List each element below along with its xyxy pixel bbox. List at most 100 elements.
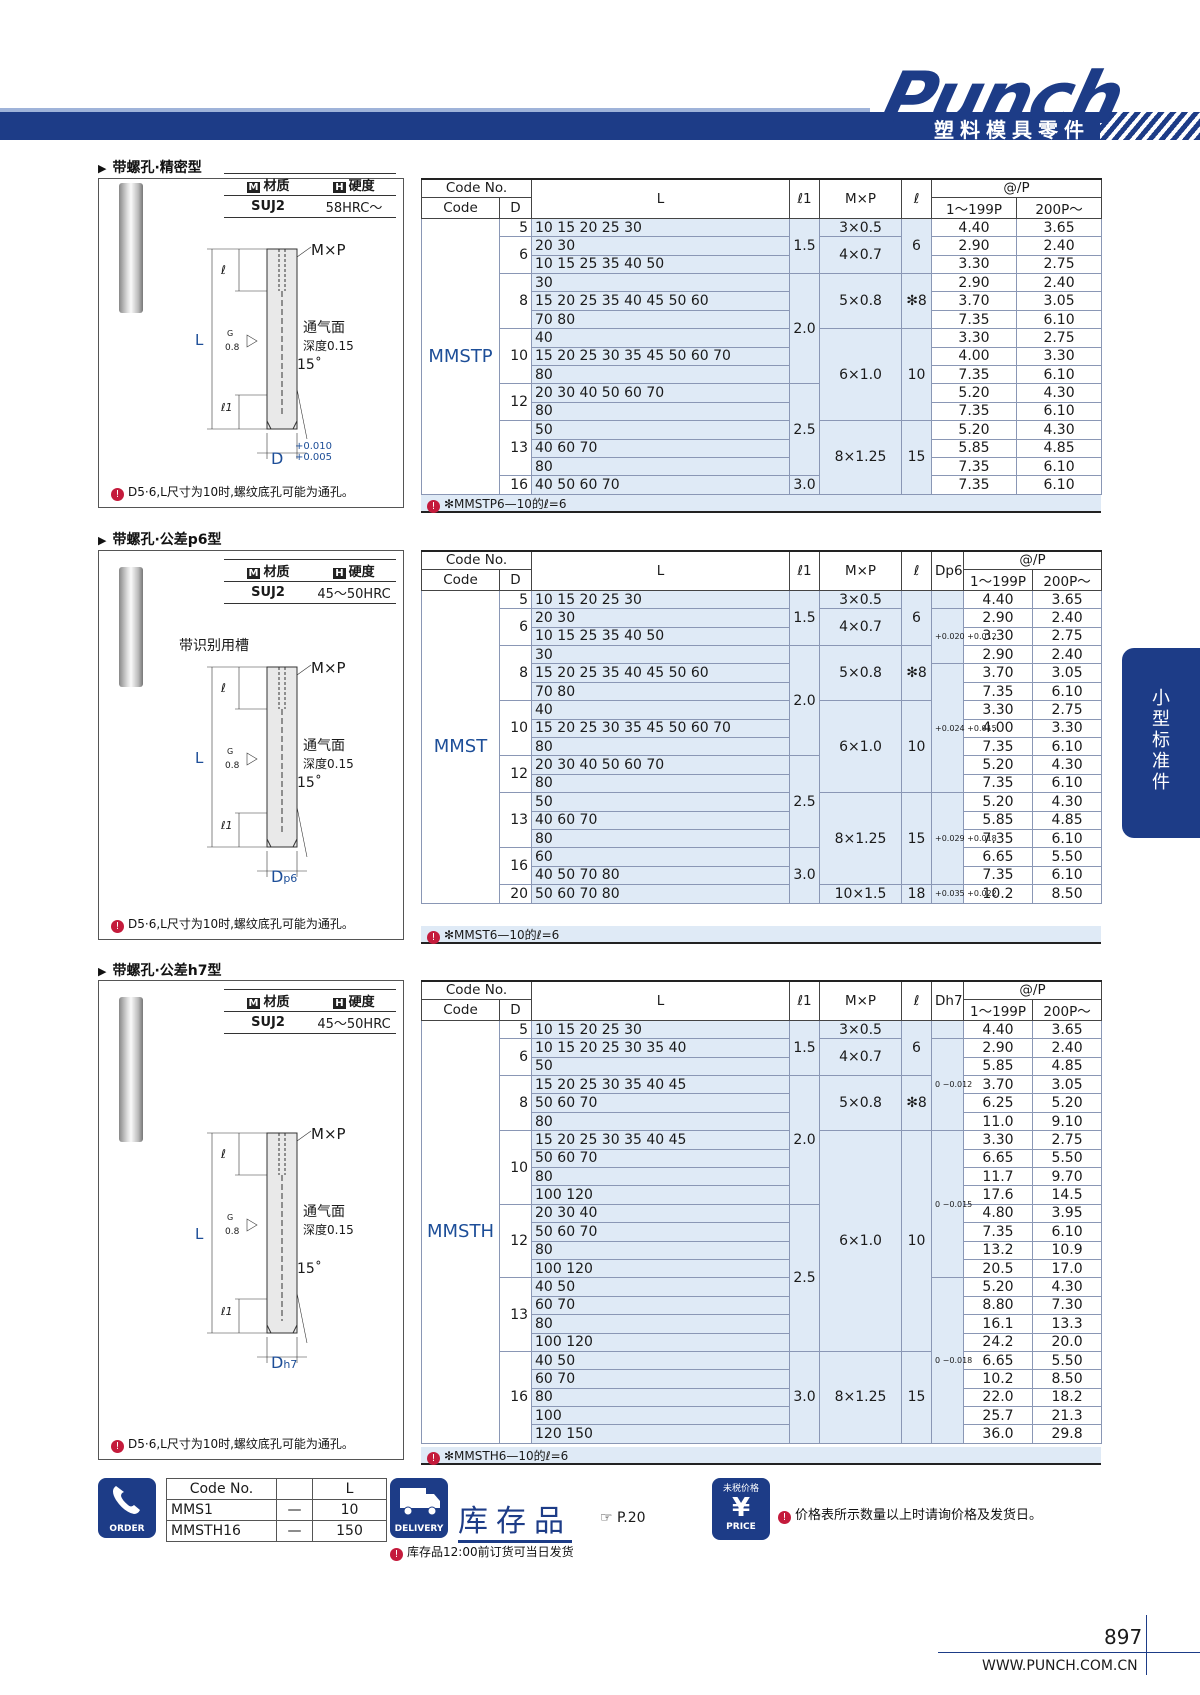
length-cell: 50: [531, 792, 791, 812]
diameter-cell: 13: [498, 1277, 533, 1352]
price-1-199-cell: 6.65: [963, 1148, 1034, 1169]
price-badge-label: PRICE: [726, 1522, 756, 1532]
thread-cell: 3×0.5: [819, 217, 903, 238]
length-cell: 80: [531, 456, 791, 477]
tolerance-label: +0.010+0.005: [295, 441, 333, 463]
yen-icon: ¥: [731, 1493, 751, 1523]
hardness-value: 45～50HRC: [312, 581, 396, 604]
tolerance-cell: 0 −0.015: [931, 1130, 972, 1279]
tolerance-cell: 0 −0.012: [931, 1038, 972, 1132]
length-cell: 50 60 70 80: [531, 884, 791, 904]
thread-depth-cell: 6: [901, 217, 933, 275]
price-200-cell: 2.40: [1032, 1038, 1103, 1058]
thread-cell: 5×0.8: [819, 1075, 903, 1132]
dim-L-label: L: [195, 1225, 204, 1243]
price-1-199-cell: 6.65: [963, 847, 1034, 867]
tolerance-cell: [931, 1019, 965, 1040]
length-cell: 60: [531, 847, 791, 867]
length-cell: 10 15 20 25 30 35 40: [531, 1038, 791, 1058]
delivery-badge: DELIVERY: [390, 1478, 448, 1538]
thread-cell: 8×1.25: [819, 1350, 903, 1444]
length-cell: 15 20 25 30 35 40 45: [531, 1130, 791, 1150]
vent-depth-label: 深度0.15: [303, 1223, 354, 1237]
delivery-badge-label: DELIVERY: [394, 1524, 444, 1534]
dim-l1-label: ℓ1: [221, 1305, 233, 1318]
pin-photo: [119, 183, 143, 313]
price-200-cell: 7.30: [1032, 1295, 1103, 1316]
pin-drawing: [207, 664, 312, 877]
price-1-199-cell: 7.35: [963, 1222, 1034, 1242]
order-badge-label: ORDER: [109, 1524, 145, 1534]
length-cell: 20 30: [531, 236, 791, 256]
price-200-cell: 20.0: [1032, 1332, 1103, 1352]
thread-label: M×P: [311, 659, 346, 677]
price-badge: 未税价格 ¥ PRICE: [712, 1478, 770, 1540]
length-cell: 50: [531, 1056, 791, 1077]
l1-cell: 2.5: [789, 383, 821, 477]
thread-cell: 4×0.7: [819, 236, 903, 275]
price-1-199-cell: 4.40: [931, 217, 1018, 238]
price-1-199-cell: 5.20: [931, 420, 1018, 440]
l1-cell: 2.0: [789, 1075, 821, 1205]
footer-vertical-rule: [1146, 1615, 1147, 1675]
price-1-199-cell: 13.2: [963, 1240, 1034, 1260]
length-cell: 15 20 25 30 35 40 45: [531, 1075, 791, 1095]
length-cell: 50: [531, 420, 791, 440]
price-1-199-cell: 7.35: [963, 828, 1034, 849]
thread-depth-cell: ✻8: [901, 273, 933, 330]
length-cell: 70 80: [531, 681, 791, 702]
l1-cell: 2.5: [789, 755, 821, 849]
thread-label: M×P: [311, 1125, 346, 1143]
price-1-199-cell: 25.7: [963, 1406, 1034, 1426]
stock-page-ref[interactable]: ☞ P.20: [600, 1510, 646, 1526]
tolerance-cell: [931, 589, 965, 610]
thread-depth-cell: 10: [901, 328, 933, 422]
site-url[interactable]: WWW.PUNCH.COM.CN: [982, 1658, 1138, 1674]
price-1-199-cell: 5.85: [931, 438, 1018, 458]
tolerance-cell: 0 −0.018: [931, 1277, 972, 1444]
diameter-cell: 8: [498, 1075, 533, 1132]
price-200-cell: 2.40: [1016, 236, 1103, 256]
thread-depth-cell: 15: [901, 792, 933, 886]
price-200-cell: 29.8: [1032, 1424, 1103, 1444]
price-200-cell: 6.10: [1016, 456, 1103, 477]
price-1-199-cell: 7.35: [963, 865, 1034, 886]
length-cell: 80: [531, 828, 791, 849]
vent-depth-label: 深度0.15: [303, 757, 354, 771]
price-200-cell: 6.10: [1032, 828, 1103, 849]
length-cell: 50 60 70: [531, 1222, 791, 1242]
diameter-cell: 5: [498, 589, 533, 610]
price-200-cell: 3.65: [1016, 217, 1103, 238]
price-200-cell: 6.10: [1016, 365, 1103, 385]
side-category-tab[interactable]: 小 型 标 准 件: [1122, 648, 1200, 838]
price-1-199-cell: 11.0: [963, 1111, 1034, 1132]
price-200-cell: 6.10: [1016, 401, 1103, 422]
diameter-cell: 5: [498, 1019, 533, 1040]
thread-depth-cell: ✻8: [901, 1075, 933, 1132]
angle-label: 15˚: [297, 357, 322, 373]
tab-char: 型: [1152, 709, 1170, 730]
material-key-icon: M: [246, 568, 261, 579]
price-1-199-cell: 4.40: [963, 589, 1034, 610]
length-cell: 60 70: [531, 1295, 791, 1316]
table-note: !✻MMSTH6—10的ℓ=6: [421, 1447, 1101, 1465]
length-cell: 80: [531, 737, 791, 757]
header-stripes: [1100, 112, 1200, 140]
price-1-199-cell: 6.25: [963, 1093, 1034, 1113]
price-200-cell: 2.40: [1016, 273, 1103, 293]
l1-cell: 2.0: [789, 645, 821, 757]
diameter-cell: 16: [498, 847, 533, 886]
thread-cell: 3×0.5: [819, 589, 903, 610]
length-cell: 15 20 25 35 40 45 50 60: [531, 663, 791, 683]
